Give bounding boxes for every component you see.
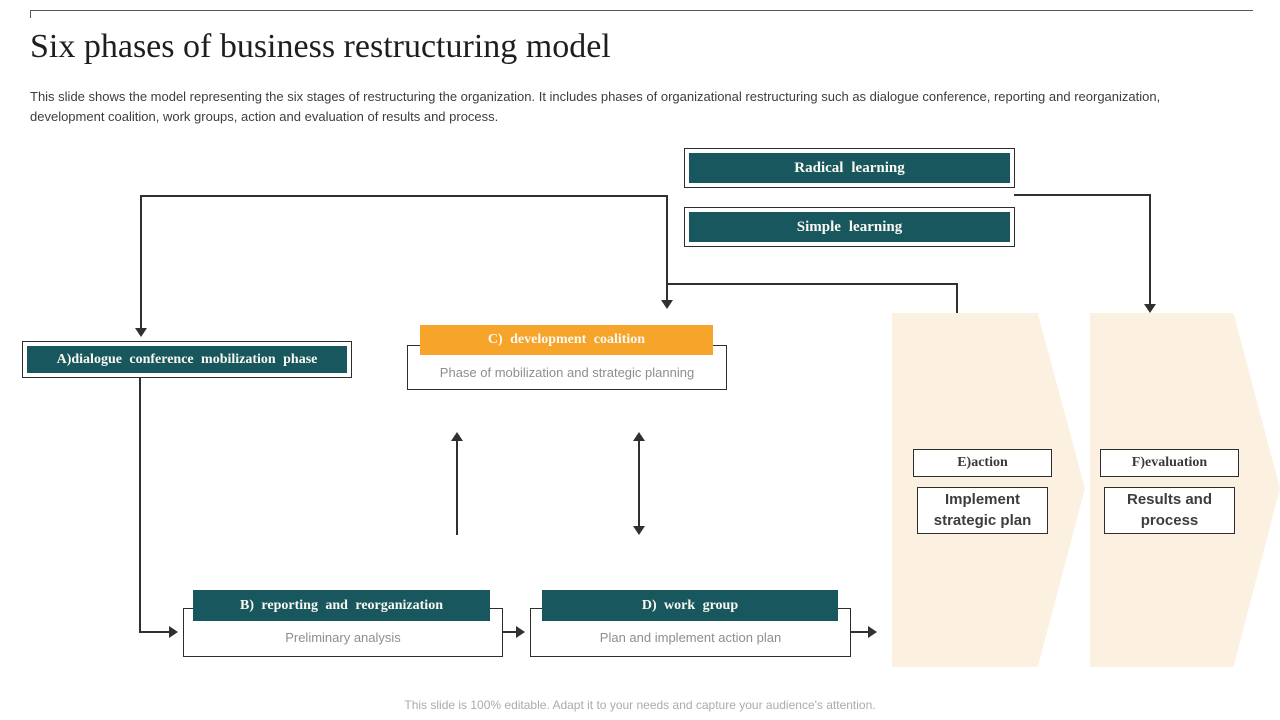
node-phase-c-body: Phase of mobilization and strategic plan… bbox=[439, 365, 695, 380]
arrowhead-c-d-up bbox=[633, 432, 645, 441]
connector-a-down bbox=[139, 378, 141, 633]
arrowhead-to-f bbox=[1144, 304, 1156, 313]
node-phase-a-label: A)dialogue conference mobilization phase bbox=[56, 351, 318, 367]
arrowhead-a-to-b bbox=[169, 626, 178, 638]
node-phase-b-body: Preliminary analysis bbox=[285, 630, 401, 645]
arrow-c-b-stem bbox=[456, 441, 458, 535]
node-radical-learning: Radical learning bbox=[684, 148, 1015, 188]
arrowhead-b-to-d bbox=[516, 626, 525, 638]
slide-description: This slide shows the model representing … bbox=[30, 89, 1161, 124]
connector-drop-to-c bbox=[666, 195, 668, 300]
connector-a-to-b bbox=[139, 631, 169, 633]
node-phase-c-label: C) development coalition bbox=[487, 332, 646, 347]
node-phase-a: A)dialogue conference mobilization phase bbox=[22, 341, 352, 378]
node-phase-d-header: D) work group bbox=[542, 590, 838, 621]
arrow-c-d-stem bbox=[638, 441, 640, 527]
connector-branch-to-e bbox=[666, 283, 958, 285]
connector-top-left bbox=[140, 195, 667, 197]
connector-b-to-d bbox=[503, 631, 516, 633]
node-phase-b-label: B) reporting and reorganization bbox=[240, 597, 443, 613]
node-phase-c-header: C) development coalition bbox=[420, 325, 713, 355]
node-phase-f: F)evaluation bbox=[1100, 449, 1239, 477]
node-simple-learning-label: Simple learning bbox=[796, 218, 903, 235]
page-title: Six phases of business restructuring mod… bbox=[30, 28, 611, 65]
node-phase-e-body: Implement strategic plan bbox=[933, 491, 1032, 529]
node-phase-d-label: D) work group bbox=[641, 597, 739, 613]
arrowhead-to-a bbox=[135, 328, 147, 337]
connector-drop-to-f bbox=[1149, 194, 1151, 304]
node-phase-f-body-box: Results and process bbox=[1104, 487, 1235, 534]
top-divider-rule bbox=[30, 10, 1253, 18]
footer-note: This slide is 100% editable. Adapt it to… bbox=[404, 698, 876, 712]
node-simple-learning: Simple learning bbox=[684, 207, 1015, 247]
node-phase-e-body-box: Implement strategic plan bbox=[917, 487, 1048, 534]
node-radical-learning-label: Radical learning bbox=[794, 159, 905, 176]
connector-drop-to-a bbox=[140, 195, 142, 328]
connector-d-to-e bbox=[851, 631, 868, 633]
arrowhead-c-b-up bbox=[451, 432, 463, 441]
connector-drop-to-e bbox=[956, 283, 958, 315]
connector-top-right bbox=[1014, 194, 1151, 196]
node-phase-f-body: Results and process bbox=[1126, 491, 1213, 529]
arrowhead-d-to-e bbox=[868, 626, 877, 638]
arrowhead-c-d-down bbox=[633, 526, 645, 535]
arrowhead-to-c bbox=[661, 300, 673, 309]
node-phase-e: E)action bbox=[913, 449, 1052, 477]
node-phase-f-label: F)evaluation bbox=[1131, 455, 1208, 470]
node-phase-e-label: E)action bbox=[957, 455, 1008, 470]
node-phase-b-header: B) reporting and reorganization bbox=[193, 590, 490, 621]
node-phase-d-body: Plan and implement action plan bbox=[599, 630, 782, 645]
